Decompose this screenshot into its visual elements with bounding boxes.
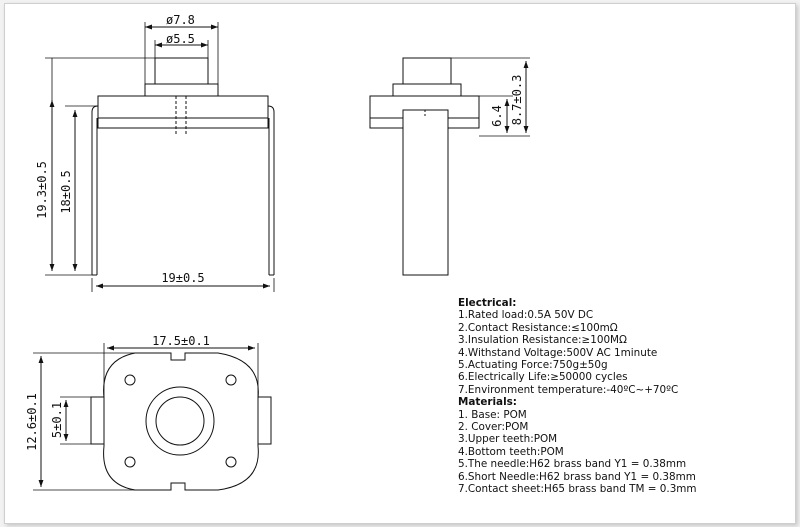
materials-item: 4.Bottom teeth:POM xyxy=(458,445,564,458)
dim-side-cap-height: 6.4 xyxy=(490,105,504,127)
electrical-heading: Electrical: xyxy=(458,297,517,309)
front-view xyxy=(45,22,275,292)
dim-top-dia-outer: ø7.8 xyxy=(166,13,195,27)
materials-heading: Materials: xyxy=(458,396,517,409)
dim-top-dia-inner: ø5.5 xyxy=(166,32,195,46)
materials-item: 1. Base: POM xyxy=(458,408,527,421)
bottom-view xyxy=(33,343,272,491)
materials-item: 3.Upper teeth:POM xyxy=(458,433,558,446)
dim-bottom-slot: 5±0.1 xyxy=(50,402,64,438)
electrical-item: 4.Withstand Voltage:500V AC 1minute xyxy=(458,346,658,359)
electrical-item: 5.Actuating Force:750g±50g xyxy=(458,359,608,372)
electrical-list: 1.Rated load:0.5A 50V DC 2.Contact Resis… xyxy=(458,309,788,396)
materials-item: 7.Contact sheet:H65 brass band TM = 0.3m… xyxy=(458,483,697,496)
drawing-frame xyxy=(4,3,796,524)
dim-width-pins: 19±0.5 xyxy=(161,271,204,285)
side-view xyxy=(369,57,530,276)
materials-item: 2. Cover:POM xyxy=(458,421,529,434)
dim-bottom-height: 12.6±0.1 xyxy=(25,393,39,451)
electrical-item: 1.Rated load:0.5A 50V DC xyxy=(458,309,594,322)
materials-list: 1. Base: POM 2. Cover:POM 3.Upper teeth:… xyxy=(458,409,788,496)
dim-bottom-width: 17.5±0.1 xyxy=(152,334,210,348)
electrical-item: 2.Contact Resistance:≤100mΩ xyxy=(458,321,618,334)
electrical-item: 3.Insulation Resistance:≥100MΩ xyxy=(458,334,627,347)
electrical-item: 6.Electrically Life:≥50000 cycles xyxy=(458,371,628,384)
materials-item: 6.Short Needle:H62 brass band Y1 = 0.38m… xyxy=(458,470,696,483)
electrical-item: 7.Environment temperature:-40ºC~+70ºC xyxy=(458,383,679,396)
dim-height-overall: 19.3±0.5 xyxy=(35,161,49,219)
dim-height-pins: 18±0.5 xyxy=(59,170,73,213)
dim-side-total-height: 8.7±0.3 xyxy=(510,75,524,126)
specifications-block: Electrical: 1.Rated load:0.5A 50V DC 2.C… xyxy=(458,297,788,496)
materials-item: 5.The needle:H62 brass band Y1 = 0.38mm xyxy=(458,458,687,471)
